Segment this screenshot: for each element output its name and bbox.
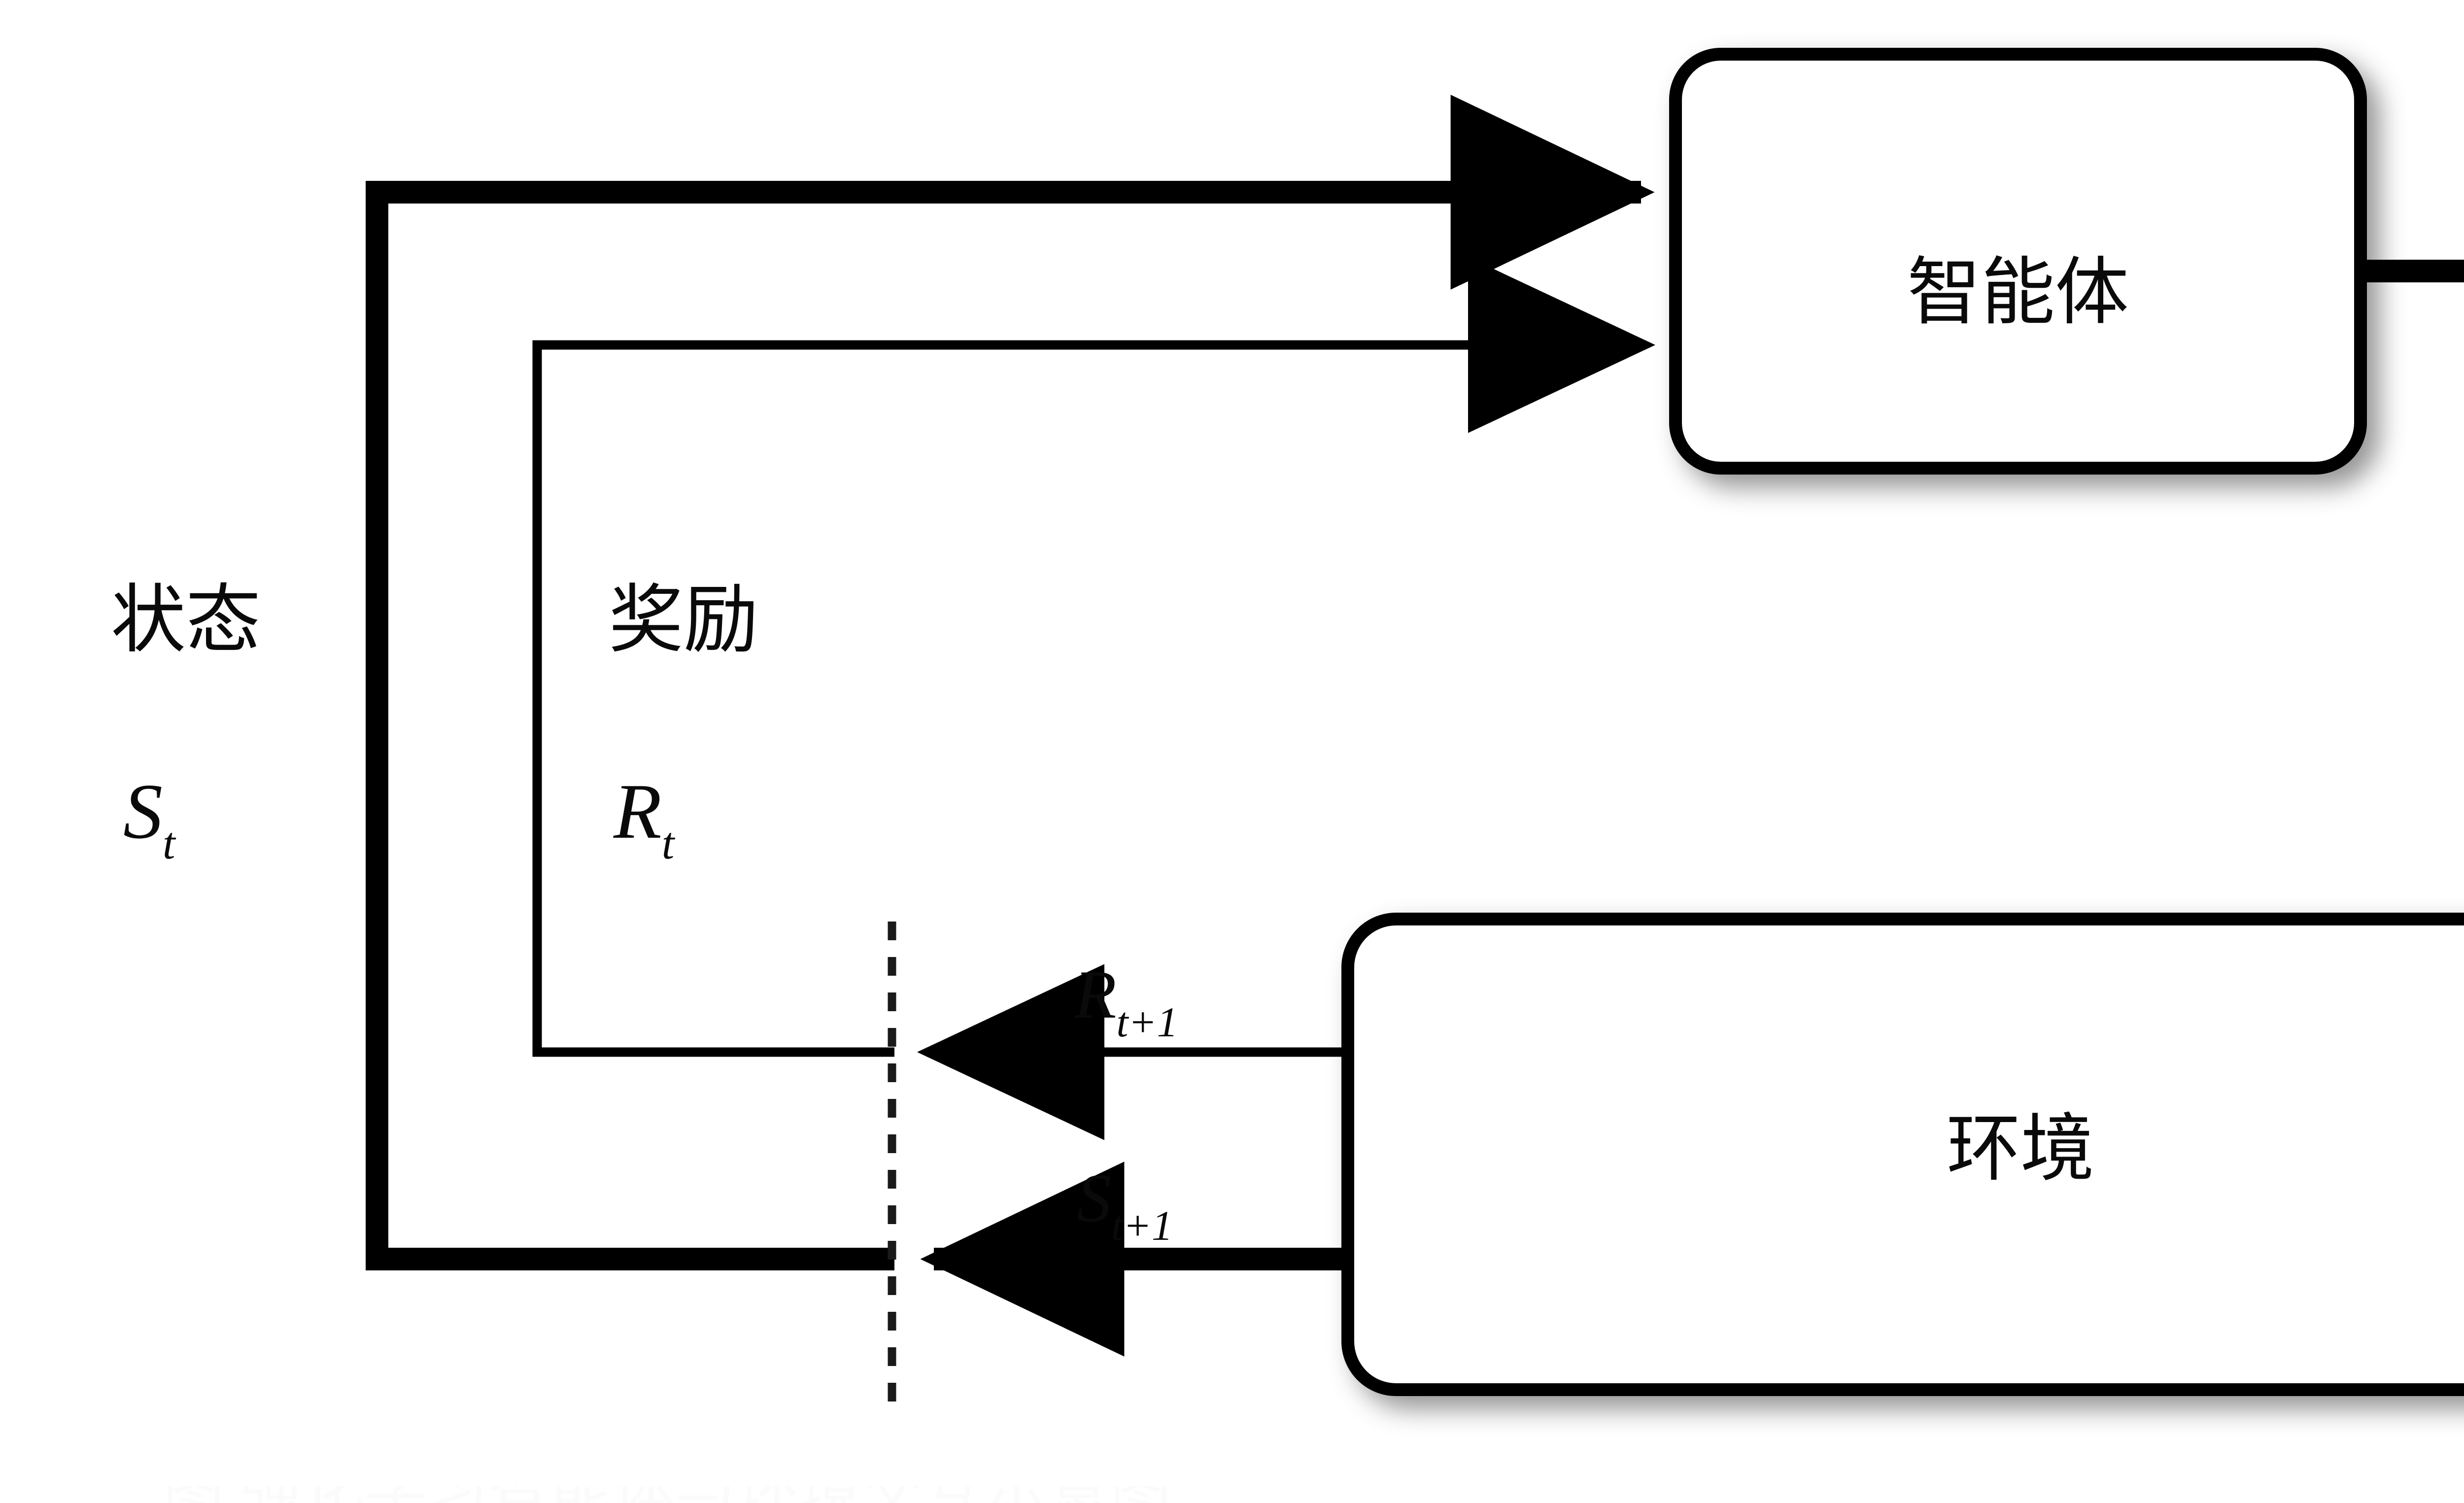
reward-name-label: 奖励 <box>609 579 758 662</box>
reward-edge <box>532 257 1655 1057</box>
reward-edge-to-agent <box>532 257 1655 1057</box>
state-edge-to-agent <box>366 95 1655 1270</box>
state-next-symbol: S <box>1077 1160 1111 1236</box>
state-next-label: St+1 <box>1077 1160 1173 1249</box>
state-channel-label: 状态 St <box>111 579 261 868</box>
state-symbol: S <box>123 767 163 855</box>
state-edge <box>366 95 1655 1270</box>
environment-label: 环境 <box>1947 1108 2094 1190</box>
reward-next-subscript: t+1 <box>1117 998 1178 1046</box>
reward-symbol: R <box>613 767 662 855</box>
environment-node[interactable]: 环境 <box>1341 913 2464 1396</box>
state-next-subscript: t+1 <box>1111 1202 1173 1249</box>
agent-box[interactable] <box>1669 48 2367 475</box>
state-name-label: 状态 <box>111 579 261 662</box>
reward-symbol-group: Rt <box>613 767 676 868</box>
state-subscript: t <box>163 818 176 868</box>
reward-next-symbol: R <box>1074 956 1117 1033</box>
agent-label: 智能体 <box>1907 252 2129 334</box>
environment-box[interactable] <box>1341 913 2464 1396</box>
state-symbol-group: St <box>123 767 176 868</box>
reward-channel-label: 奖励 Rt <box>609 579 758 868</box>
reward-next-label: Rt+1 <box>1074 956 1178 1046</box>
reward-subscript: t <box>662 818 676 868</box>
agent-node[interactable]: 智能体 <box>1669 48 2367 475</box>
